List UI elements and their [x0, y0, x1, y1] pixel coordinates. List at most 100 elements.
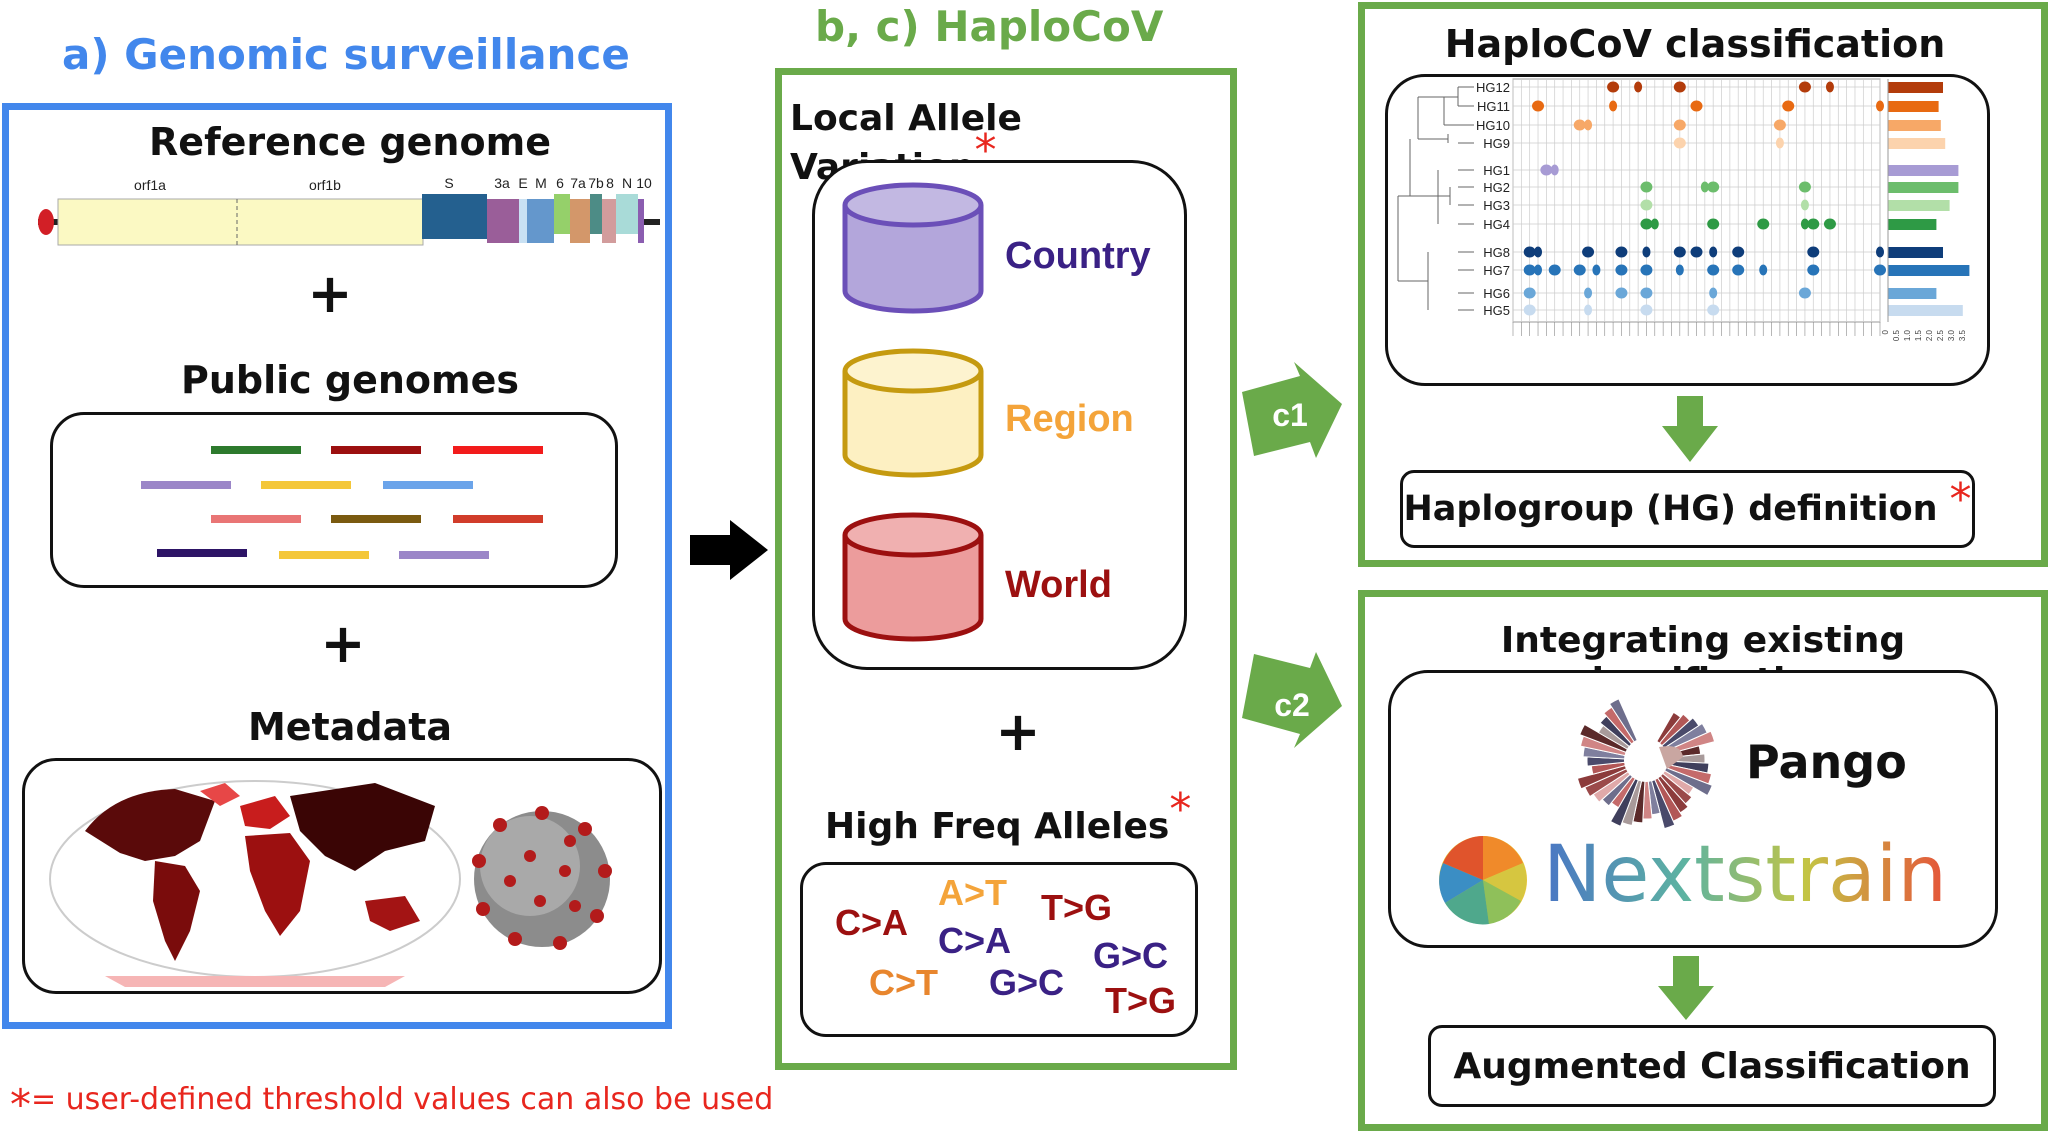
allele-label: A>T	[938, 872, 1007, 913]
allele-dot	[1673, 119, 1686, 131]
allele-dot	[1800, 218, 1809, 230]
gene-E	[519, 199, 527, 243]
allele-dot	[1573, 119, 1586, 131]
allele-dot	[1690, 100, 1703, 112]
panel-a-genomic-surveillance	[2, 103, 672, 1029]
bar-axis-tick: 1.0	[1903, 329, 1912, 341]
hg-bar	[1888, 305, 1963, 316]
gene-3a	[487, 199, 519, 243]
gene-8	[602, 199, 616, 243]
bar-axis-tick: 3.0	[1947, 329, 1956, 341]
database-label: Country	[1005, 235, 1151, 277]
hg-label: HG3	[1483, 198, 1510, 213]
arrow-c2: c2	[1242, 652, 1342, 748]
gene-N	[616, 194, 638, 234]
allele-dot	[1709, 287, 1718, 299]
bar-axis-tick: 3.5	[1958, 329, 1967, 341]
bar-axis-tick: 2.0	[1925, 329, 1934, 341]
gene-label: E	[518, 175, 527, 191]
footnote-star: *	[10, 1080, 31, 1129]
genome-start-marker	[38, 209, 54, 235]
allele-label: C>A	[835, 902, 908, 943]
pango-logo-center	[1624, 738, 1668, 782]
allele-dot	[1673, 81, 1686, 93]
allele-dot	[1642, 246, 1651, 258]
nextstrain-wordmark: Nextstrain	[1543, 830, 1947, 920]
gene-label: 7b	[588, 175, 604, 191]
allele-dot	[1707, 218, 1720, 230]
nextstrain-logo-cell	[1445, 880, 1489, 925]
allele-dot	[1523, 304, 1536, 316]
metadata-title: Metadata	[247, 705, 453, 749]
hg-bar	[1888, 101, 1939, 112]
alleles-box: C>A A>T T>G C>A G>C C>T G>C T>G	[800, 862, 1198, 1037]
allele-cloud: C>A A>T T>G C>A G>C C>T G>C T>G	[835, 872, 1176, 1021]
allele-label: G>C	[989, 962, 1064, 1003]
south-america	[153, 861, 200, 961]
allele-dot	[1607, 81, 1620, 93]
allele-label: G>C	[1093, 935, 1168, 976]
allele-dot	[1876, 246, 1884, 258]
nextstrain-logo-cell	[1483, 836, 1523, 880]
database-stack: Country Region World	[842, 182, 1151, 642]
allele-dot	[1584, 287, 1593, 299]
hg-definition-box: Haplogroup (HG) definition*	[1400, 470, 1975, 548]
hg-label: HG6	[1483, 286, 1510, 301]
hg-label: HG1	[1483, 163, 1510, 178]
threshold-star: *	[1949, 473, 1972, 525]
gene-M	[527, 199, 554, 243]
greenland	[200, 783, 240, 806]
plus-sign: +	[320, 612, 366, 675]
hg-bar	[1888, 138, 1946, 149]
allele-dot	[1775, 137, 1784, 149]
gene-label: 6	[556, 175, 564, 191]
allele-label: C>T	[869, 962, 938, 1003]
gene-S	[422, 194, 487, 239]
allele-dot	[1650, 218, 1659, 230]
world-map	[85, 783, 435, 987]
allele-dot	[1523, 246, 1536, 258]
hg-bars	[1887, 79, 1970, 322]
allele-label: T>G	[1041, 887, 1112, 928]
gene-label: 8	[606, 175, 614, 191]
gene-7b	[590, 194, 602, 234]
panel-b-haplocov	[775, 68, 1237, 1070]
antarctica	[105, 976, 405, 987]
allele-dot	[1690, 246, 1703, 258]
arrow-down-icon	[1658, 956, 1714, 1020]
hg-bar	[1888, 120, 1941, 131]
allele-dot	[1709, 246, 1718, 258]
hg-bar	[1888, 265, 1970, 276]
virus-illustration	[472, 806, 612, 950]
down-arrow	[1658, 956, 1714, 1020]
panel-b-title: b, c) HaploCoV	[815, 2, 1164, 51]
allele-dot	[1825, 81, 1834, 93]
allele-dot	[1732, 246, 1745, 258]
bar-axis-tick: 1.5	[1914, 329, 1923, 341]
nextstrain-logo-cell	[1439, 863, 1483, 903]
allele-dot	[1550, 164, 1559, 176]
allele-dot	[1609, 100, 1618, 112]
gene-7a	[570, 199, 590, 243]
gene-label: N	[622, 175, 632, 191]
hg-bar	[1888, 165, 1959, 176]
reference-genome-title: Reference genome	[149, 120, 551, 164]
database-label: World	[1005, 564, 1112, 606]
australia	[365, 896, 420, 931]
allele-dot	[1798, 81, 1811, 93]
allele-dot	[1640, 304, 1653, 316]
gene-label: M	[535, 175, 547, 191]
hg-label: HG7	[1483, 263, 1510, 278]
database-box: Country Region World	[812, 160, 1187, 670]
allele-dot	[1640, 264, 1653, 276]
allele-dot	[1634, 81, 1643, 93]
allele-dot	[1757, 218, 1770, 230]
hfa-title-text: High Freq Alleles	[825, 806, 1170, 847]
cylinder-top	[842, 512, 984, 558]
bar-axis-tick: 2.5	[1936, 329, 1945, 341]
gene-label: S	[444, 175, 453, 191]
hg-bar	[1888, 82, 1943, 93]
allele-dot	[1673, 137, 1686, 149]
hg-label: HG12	[1476, 80, 1510, 95]
north-america	[85, 789, 215, 861]
